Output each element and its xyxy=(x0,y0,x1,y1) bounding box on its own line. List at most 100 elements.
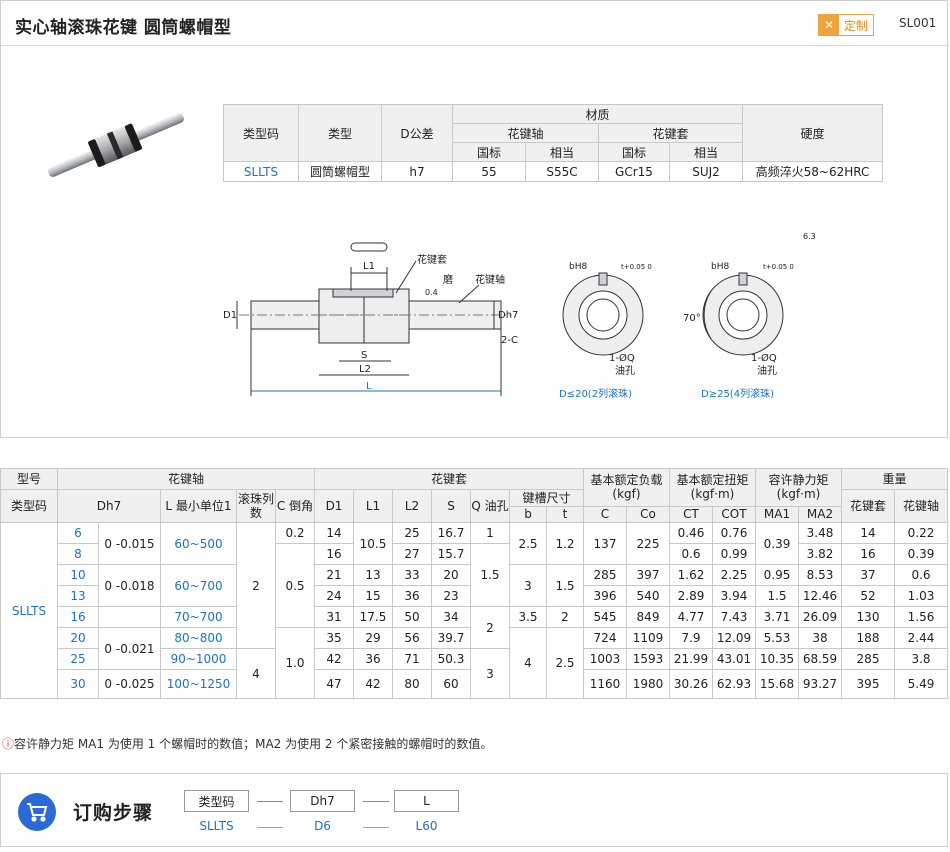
cell-l[interactable]: 60~500 xyxy=(160,522,237,565)
rough-2: 6.3 xyxy=(803,232,816,241)
cell-dtol: h7 xyxy=(381,161,453,182)
cell-cot: 0.99 xyxy=(712,543,756,565)
th-ma1: MA1 xyxy=(755,505,799,523)
cell-ct: 30.26 xyxy=(669,669,713,699)
cell-s: 20 xyxy=(431,564,471,586)
cell-ws: 14 xyxy=(841,522,895,544)
cell-ma2: 3.48 xyxy=(798,522,842,544)
cell-ct: 4.77 xyxy=(669,606,713,628)
th-shaft: 花键轴 xyxy=(57,468,315,490)
product-code: SL001 xyxy=(899,16,937,30)
cell-d[interactable]: 25 xyxy=(57,648,99,670)
type-code-link[interactable]: SLLTS xyxy=(223,161,299,182)
th-material: 材质 xyxy=(452,104,743,124)
cell-cot: 7.43 xyxy=(712,606,756,628)
cell-tol: 0 -0.025 xyxy=(98,669,161,699)
cell-ct: 0.6 xyxy=(669,543,713,565)
cell-d[interactable]: 30 xyxy=(57,669,99,699)
cell-b: 3.5 xyxy=(509,606,547,628)
th-shaft: 花键轴 xyxy=(452,123,599,143)
cell-ma2: 3.82 xyxy=(798,543,842,565)
cell-l2: 33 xyxy=(392,564,432,586)
cell-l1: 15 xyxy=(353,585,393,607)
cell-ma2: 68.59 xyxy=(798,648,842,670)
cell-tol: 0 -0.015 xyxy=(98,522,161,565)
th-q: Q 油孔 xyxy=(470,489,510,523)
cell-d[interactable]: 20 xyxy=(57,627,99,649)
cell-d1: 47 xyxy=(314,669,354,699)
cell-d1: 16 xyxy=(314,543,354,565)
cell-ws: 395 xyxy=(841,669,895,699)
th-gb: 国标 xyxy=(598,142,670,162)
dim-chamfer: 2-C xyxy=(501,335,518,346)
th-sleeve: 花键套 xyxy=(314,468,584,490)
label-oil-1: 1-ØQ xyxy=(609,352,635,364)
th-torque: 基本额定扭矩(kgf·m) xyxy=(669,468,756,507)
label-bh8-1: bH8 xyxy=(569,262,587,272)
cell-l[interactable]: 90~1000 xyxy=(160,648,237,670)
th-cot: COT xyxy=(712,505,756,523)
cell-t: 1.5 xyxy=(546,564,584,607)
order-title: 订购步骤 xyxy=(73,802,154,824)
cell-d1: 21 xyxy=(314,564,354,586)
info-icon: ⓘ xyxy=(2,737,15,751)
cell-l1: 42 xyxy=(353,669,393,699)
label-sleeve: 花键套 xyxy=(417,253,447,266)
cell-wsh: 0.39 xyxy=(894,543,948,565)
caption-4row: D≥25(4列滚珠) xyxy=(701,387,774,400)
cell-C: 1160 xyxy=(583,669,627,699)
cell-s: 15.7 xyxy=(431,543,471,565)
cell-ws: 16 xyxy=(841,543,895,565)
th-l1: L1 xyxy=(353,489,393,523)
cell-l2: 50 xyxy=(392,606,432,628)
step-box-l: L xyxy=(394,790,459,812)
th-sleeve: 花键套 xyxy=(598,123,743,143)
th-dtol: D公差 xyxy=(381,104,453,162)
cell-l[interactable]: 60~700 xyxy=(160,564,237,607)
cell-cot: 3.94 xyxy=(712,585,756,607)
cell-wsh: 5.49 xyxy=(894,669,948,699)
cell-ma1: 5.53 xyxy=(755,627,799,649)
custom-badge[interactable]: ✕ 定制 xyxy=(818,14,875,36)
label-grind: 磨 xyxy=(443,274,453,286)
cell-ws: 52 xyxy=(841,585,895,607)
cell-l[interactable]: 70~700 xyxy=(160,606,237,628)
cell-ct: 1.62 xyxy=(669,564,713,586)
cell-l1: 17.5 xyxy=(353,606,393,628)
cell-C: 724 xyxy=(583,627,627,649)
cell-l2: 36 xyxy=(392,585,432,607)
cell-q: 2 xyxy=(470,606,510,649)
cell-c: 0.2 xyxy=(275,522,315,544)
spec-typecode[interactable]: SLLTS xyxy=(0,522,58,699)
th-w-shaft: 花键轴 xyxy=(894,489,948,523)
cell-d[interactable]: 6 xyxy=(57,522,99,544)
th-d1: D1 xyxy=(314,489,354,523)
cell-type: 圆筒螺帽型 xyxy=(298,161,382,182)
cell-l1: 13 xyxy=(353,564,393,586)
th-typecode: 类型码 xyxy=(0,489,58,523)
cell-C: 1003 xyxy=(583,648,627,670)
cell-s: 60 xyxy=(431,669,471,699)
th-moment: 容许静力矩(kgf·m) xyxy=(755,468,842,507)
th-load: 基本额定负载(kgf) xyxy=(583,468,670,507)
cell-d[interactable]: 16 xyxy=(57,606,99,628)
cell-d1: 14 xyxy=(314,522,354,544)
cell-Co: 1980 xyxy=(626,669,670,699)
cell-d[interactable]: 13 xyxy=(57,585,99,607)
cell-C: 137 xyxy=(583,522,627,565)
cart-icon xyxy=(18,793,56,831)
cell-ws: 285 xyxy=(841,648,895,670)
cell-ma2: 93.27 xyxy=(798,669,842,699)
th-ct: CT xyxy=(669,505,713,523)
step-value-typecode: SLLTS xyxy=(199,819,234,833)
th-c: C 倒角 xyxy=(275,489,315,523)
cell-tol-empty xyxy=(98,606,161,628)
cell-l[interactable]: 100~1250 xyxy=(160,669,237,699)
cell-q: 1.5 xyxy=(470,543,510,607)
cell-d[interactable]: 8 xyxy=(57,543,99,565)
th-eq: 相当 xyxy=(525,142,599,162)
cell-d[interactable]: 10 xyxy=(57,564,99,586)
cell-c: 1.0 xyxy=(275,627,315,699)
cell-l[interactable]: 80~800 xyxy=(160,627,237,649)
cell-Co: 849 xyxy=(626,606,670,628)
